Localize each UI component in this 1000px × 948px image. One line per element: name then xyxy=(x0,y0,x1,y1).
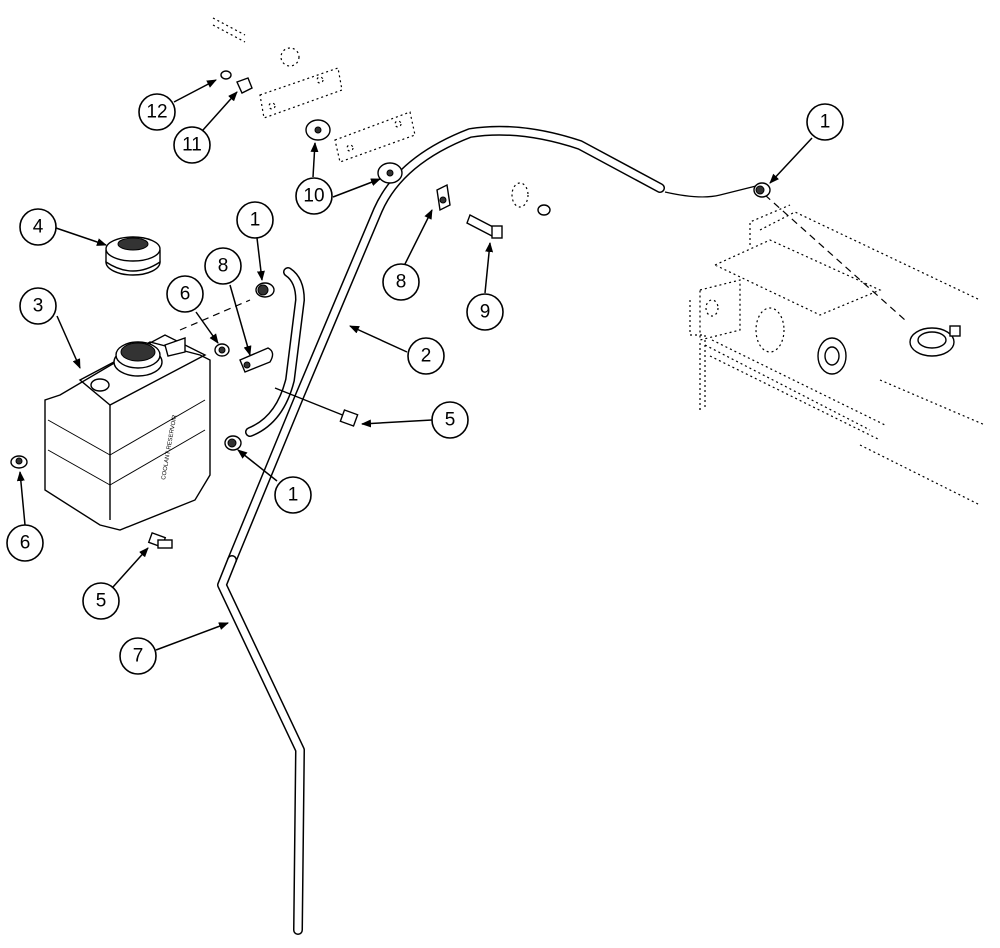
callout-6-top: 6 xyxy=(166,275,204,313)
callout-5-left: 5 xyxy=(82,582,120,620)
svg-text:5: 5 xyxy=(96,591,107,612)
engine-outline xyxy=(689,204,986,506)
callout-8-right: 8 xyxy=(382,263,420,301)
reservoir-cap xyxy=(105,236,161,276)
overflow-tube xyxy=(227,125,906,565)
callout-4: 4 xyxy=(19,208,57,246)
bolt-left xyxy=(147,532,173,549)
hose-clamp xyxy=(909,325,961,357)
bolt-9 xyxy=(466,214,503,239)
coolant-reservoir: COOLANT RESERVOIR xyxy=(44,334,211,531)
callout-9: 9 xyxy=(466,293,504,331)
svg-text:5: 5 xyxy=(445,410,456,431)
washer-nut-right xyxy=(511,182,551,216)
mounting-plates xyxy=(212,17,416,163)
callout-3: 3 xyxy=(19,287,57,325)
square-nut-11 xyxy=(236,77,253,94)
svg-text:2: 2 xyxy=(421,346,432,367)
screw-12 xyxy=(220,70,232,80)
svg-text:4: 4 xyxy=(33,217,44,238)
p-clamp-left xyxy=(239,347,274,373)
svg-text:6: 6 xyxy=(20,533,31,554)
nut-top xyxy=(214,343,230,357)
svg-text:9: 9 xyxy=(480,302,491,323)
callout-2: 2 xyxy=(407,337,445,375)
svg-text:7: 7 xyxy=(133,646,144,667)
hose-fitting-bottom xyxy=(224,435,242,451)
callout-8-left: 8 xyxy=(204,247,242,285)
nut-left xyxy=(10,455,28,469)
svg-text:1: 1 xyxy=(288,485,299,506)
filler-neck xyxy=(113,341,163,377)
svg-text:3: 3 xyxy=(33,296,44,317)
callout-12: 12 xyxy=(138,93,176,131)
svg-text:8: 8 xyxy=(396,272,407,293)
svg-text:10: 10 xyxy=(303,186,324,207)
svg-text:12: 12 xyxy=(146,102,167,123)
callout-7: 7 xyxy=(119,637,157,675)
callout-5-right: 5 xyxy=(431,401,469,439)
leader-lines xyxy=(16,79,813,651)
short-hose xyxy=(245,267,305,437)
hose-fitting-top xyxy=(255,282,275,298)
water-pump-fitting xyxy=(817,337,847,375)
callout-1-right: 1 xyxy=(806,103,844,141)
svg-text:6: 6 xyxy=(180,284,191,305)
p-clamp-right xyxy=(436,183,451,212)
callout-10: 10 xyxy=(295,177,333,215)
svg-text:11: 11 xyxy=(182,135,202,156)
callout-6-left: 6 xyxy=(6,524,44,562)
washer-10-lower xyxy=(377,162,403,184)
washer-10-upper xyxy=(305,119,331,141)
callout-11: 11 xyxy=(173,126,211,164)
svg-text:8: 8 xyxy=(218,256,229,277)
callout-1-bottom: 1 xyxy=(274,476,312,514)
bolt-right xyxy=(274,387,359,427)
hose-fitting-right xyxy=(753,182,771,198)
drain-tube xyxy=(217,555,305,935)
svg-text:1: 1 xyxy=(250,210,261,231)
callout-1-top: 1 xyxy=(236,201,274,239)
svg-text:1: 1 xyxy=(820,112,831,133)
